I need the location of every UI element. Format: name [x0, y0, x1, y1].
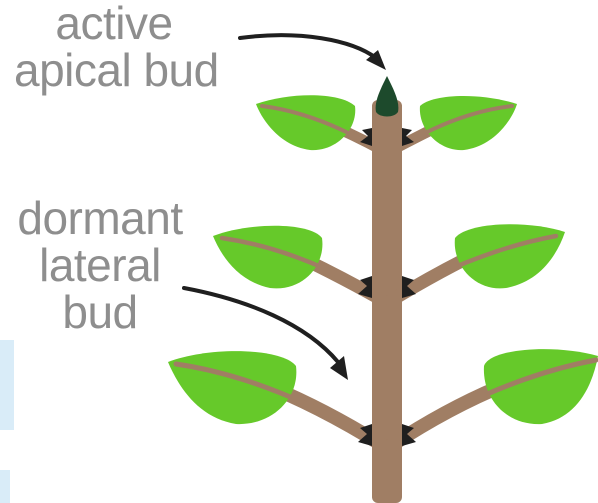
leaf-mid-right	[455, 224, 565, 288]
leaf-top-left	[256, 95, 355, 150]
leaf-low-left	[168, 351, 296, 424]
arrowhead-lateral	[330, 356, 348, 380]
label-apical-line-1: active	[14, 0, 214, 47]
label-lateral-line-1: dormant	[0, 195, 200, 242]
label-active-apical-bud: active apical bud	[14, 0, 214, 94]
label-lateral-line-3: bud	[0, 289, 200, 336]
label-lateral-line-2: lateral	[0, 242, 200, 289]
arrow-to-apical-bud	[240, 35, 376, 58]
leaf-mid-left	[213, 226, 322, 289]
leaf-top-right	[420, 96, 517, 150]
arrow-to-lateral-bud	[184, 288, 338, 362]
label-dormant-lateral-bud: dormant lateral bud	[0, 195, 200, 336]
label-apical-line-2: apical bud	[14, 47, 214, 94]
apical-bud	[376, 76, 399, 117]
